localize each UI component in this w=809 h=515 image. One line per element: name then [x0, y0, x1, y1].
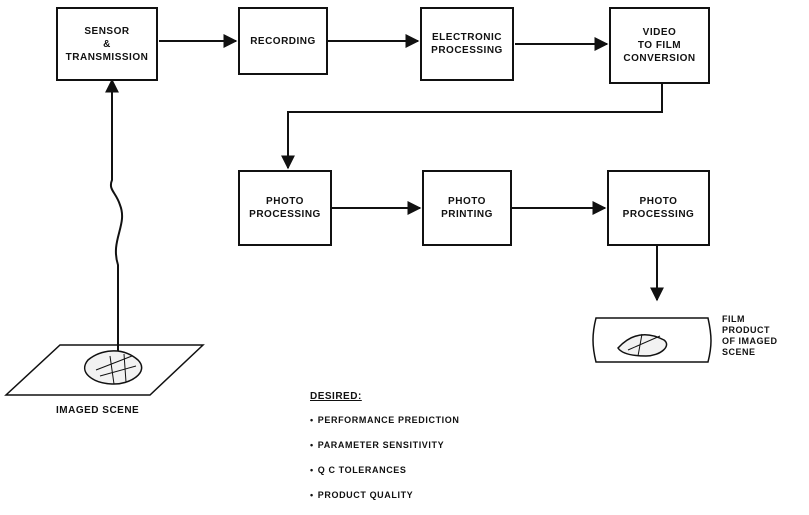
photo-printing-label: PHOTO PRINTING	[441, 196, 493, 220]
sensor-transmission-box: SENSOR & TRANSMISSION	[56, 7, 158, 81]
desired-item: Q C TOLERANCES	[310, 465, 570, 490]
photo-processing-box-1: PHOTO PROCESSING	[238, 170, 332, 246]
photo-printing-box: PHOTO PRINTING	[422, 170, 512, 246]
desired-item: PRODUCT QUALITY	[310, 490, 570, 515]
desired-item: PARAMETER SENSITIVITY	[310, 440, 570, 465]
desired-item: PERFORMANCE PREDICTION	[310, 415, 570, 440]
recording-box: RECORDING	[238, 7, 328, 75]
photo-processing-label-2: PHOTO PROCESSING	[622, 196, 695, 220]
electronic-processing-label: ELECTRONIC PROCESSING	[431, 32, 503, 56]
desired-list: PERFORMANCE PREDICTION PARAMETER SENSITI…	[310, 415, 570, 515]
imaged-scene-plane	[4, 344, 205, 396]
photo-processing-box-2: PHOTO PROCESSING	[607, 170, 710, 246]
arrow-video-to-photo-processing	[281, 83, 663, 170]
desired-heading: DESIRED:	[310, 391, 362, 402]
photo-processing-label-1: PHOTO PROCESSING	[249, 196, 321, 220]
sensor-transmission-label: SENSOR & TRANSMISSION	[65, 25, 149, 63]
electronic-processing-box: ELECTRONIC PROCESSING	[420, 7, 514, 81]
film-product-label: FILM PRODUCT OF IMAGED SCENE	[722, 314, 778, 357]
arrow-scene-to-sensor	[105, 78, 124, 372]
imaged-scene-label: IMAGED SCENE	[56, 405, 140, 416]
video-to-film-label: VIDEO TO FILM CONVERSION	[623, 27, 696, 64]
video-to-film-box: VIDEO TO FILM CONVERSION	[609, 7, 710, 84]
film-product-strip	[592, 317, 712, 363]
recording-label: RECORDING	[250, 35, 316, 47]
desired-section: DESIRED: PERFORMANCE PREDICTION PARAMETE…	[310, 391, 570, 515]
